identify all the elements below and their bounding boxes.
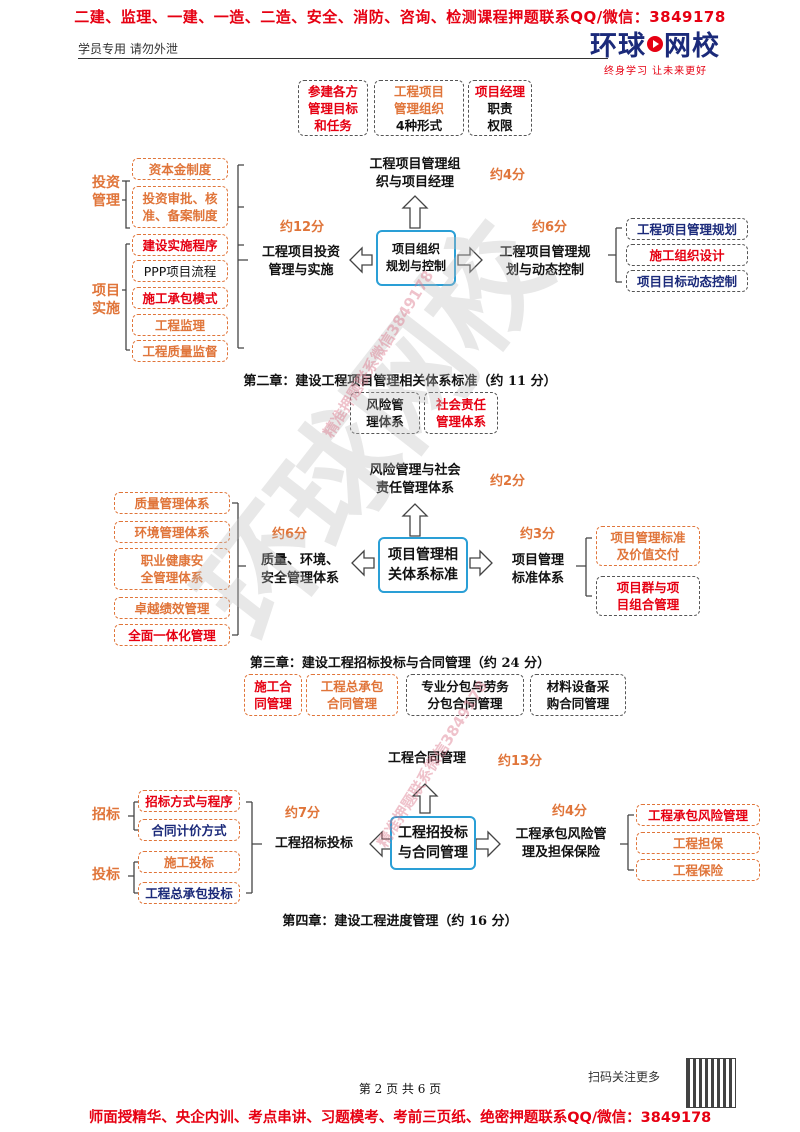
qr-code-icon[interactable] bbox=[686, 1058, 736, 1108]
score-investment: 约12分 bbox=[280, 220, 325, 235]
score-risk: 约2分 bbox=[490, 474, 526, 489]
box-subcontract: 专业分包与劳务分包合同管理 bbox=[406, 674, 524, 716]
score-org: 约4分 bbox=[490, 168, 526, 183]
item-pm-standard-value: 项目管理标准及价值交付 bbox=[596, 526, 700, 566]
scan-hint: 扫码关注更多 bbox=[588, 1070, 661, 1084]
header-rule bbox=[78, 58, 608, 59]
box-social-responsibility: 社会责任管理体系 bbox=[424, 392, 498, 434]
item-guarantee: 工程担保 bbox=[636, 832, 760, 854]
label-pm-standards: 项目管理标准体系 bbox=[511, 553, 564, 586]
chapter2-title: 第二章：建设工程项目管理相关体系标准（约 11 分） bbox=[243, 374, 557, 389]
logo-slogan: 终身学习 让未来更好 bbox=[604, 66, 708, 77]
item-construction-procedure: 建设实施程序 bbox=[132, 234, 228, 256]
side-label-tender: 招标 bbox=[92, 807, 120, 823]
label-contract-mgmt: 工程合同管理 bbox=[387, 751, 466, 766]
score-risk-guarantee: 约4分 bbox=[552, 804, 588, 819]
bottom-banner: 师面授精华、央企内训、考点串讲、习题模考、考前三页纸、绝密押题联系QQ/微信：3… bbox=[88, 1110, 712, 1126]
item-pricing-methods: 合同计价方式 bbox=[138, 819, 240, 841]
chapter4-title: 第四章：建设工程进度管理（约 16 分） bbox=[282, 914, 518, 929]
label-org-and-pm: 工程项目管理组织与项目经理 bbox=[369, 157, 461, 190]
item-supervision: 工程监理 bbox=[132, 314, 228, 336]
label-investment-mgmt: 工程项目投资管理与实施 bbox=[261, 245, 340, 278]
logo-left: 环球 bbox=[590, 31, 646, 62]
item-insurance: 工程保险 bbox=[636, 859, 760, 881]
box-pm-duties: 项目经理职责权限 bbox=[468, 80, 532, 136]
item-ppp-process: PPP项目流程 bbox=[132, 260, 228, 282]
item-program-portfolio: 项目群与项目组合管理 bbox=[596, 576, 700, 616]
item-integrated-mgmt: 全面一体化管理 bbox=[114, 624, 230, 646]
item-ohs-system: 职业健康安全管理体系 bbox=[114, 548, 230, 590]
item-contract-mode: 施工承包模式 bbox=[132, 287, 228, 309]
item-contract-risk: 工程承包风险管理 bbox=[636, 804, 760, 826]
label-planning-control: 工程项目管理规划与动态控制 bbox=[499, 245, 591, 278]
item-epc-bid: 工程总承包投标 bbox=[138, 882, 240, 904]
score-pm-standards: 约3分 bbox=[520, 527, 556, 542]
score-qes: 约6分 bbox=[272, 527, 308, 542]
score-planning: 约6分 bbox=[532, 220, 568, 235]
item-pm-planning: 工程项目管理规划 bbox=[626, 218, 748, 240]
box-risk-system: 风险管理体系 bbox=[350, 392, 420, 434]
box-construction-contract: 施工合同管理 bbox=[244, 674, 302, 716]
box-epc-contract: 工程总承包合同管理 bbox=[306, 674, 398, 716]
side-label-investment: 投资管理 bbox=[92, 175, 120, 209]
center-tender-contract: 工程招投标与合同管理 bbox=[390, 816, 476, 870]
score-tender: 约7分 bbox=[285, 806, 321, 821]
item-approval-system: 投资审批、核准、备案制度 bbox=[132, 186, 228, 228]
item-environment-system: 环境管理体系 bbox=[114, 521, 230, 543]
logo-right: 网校 bbox=[664, 31, 720, 62]
label-tender-bid: 工程招标投标 bbox=[274, 836, 353, 851]
label-risk-guarantee: 工程承包风险管理及担保保险 bbox=[515, 827, 607, 860]
label-qes-system: 质量、环境、安全管理体系 bbox=[260, 553, 339, 586]
item-excellence-mgmt: 卓越绩效管理 bbox=[114, 597, 230, 619]
student-note: 学员专用 请勿外泄 bbox=[78, 42, 178, 56]
top-banner: 二建、监理、一建、一造、二造、安全、消防、咨询、检测课程押题联系QQ/微信：38… bbox=[74, 8, 726, 26]
label-risk-social: 风险管理与社会责任管理体系 bbox=[369, 463, 461, 496]
side-label-bid: 投标 bbox=[92, 867, 120, 883]
center-org-planning: 项目组织规划与控制 bbox=[376, 230, 456, 286]
item-tender-methods: 招标方式与程序 bbox=[138, 790, 240, 812]
logo: 环球网校 终身学习 让未来更好 bbox=[590, 31, 740, 78]
item-capital-system: 资本金制度 bbox=[132, 158, 228, 180]
item-quality-supervision: 工程质量监督 bbox=[132, 340, 228, 362]
score-contract: 约13分 bbox=[498, 754, 543, 769]
box-procurement-contract: 材料设备采购合同管理 bbox=[530, 674, 626, 716]
side-label-implementation: 项目实施 bbox=[92, 283, 120, 317]
play-icon bbox=[647, 36, 663, 52]
page-number: 第 2 页 共 6 页 bbox=[358, 1082, 442, 1096]
center-system-standards: 项目管理相关体系标准 bbox=[378, 537, 468, 593]
item-quality-system: 质量管理体系 bbox=[114, 492, 230, 514]
box-participant-goals: 参建各方管理目标和任务 bbox=[298, 80, 368, 136]
chapter3-title: 第三章：建设工程招标投标与合同管理（约 24 分） bbox=[249, 656, 551, 671]
item-dynamic-control: 项目目标动态控制 bbox=[626, 270, 748, 292]
item-construction-org-design: 施工组织设计 bbox=[626, 244, 748, 266]
item-construction-bid: 施工投标 bbox=[138, 851, 240, 873]
